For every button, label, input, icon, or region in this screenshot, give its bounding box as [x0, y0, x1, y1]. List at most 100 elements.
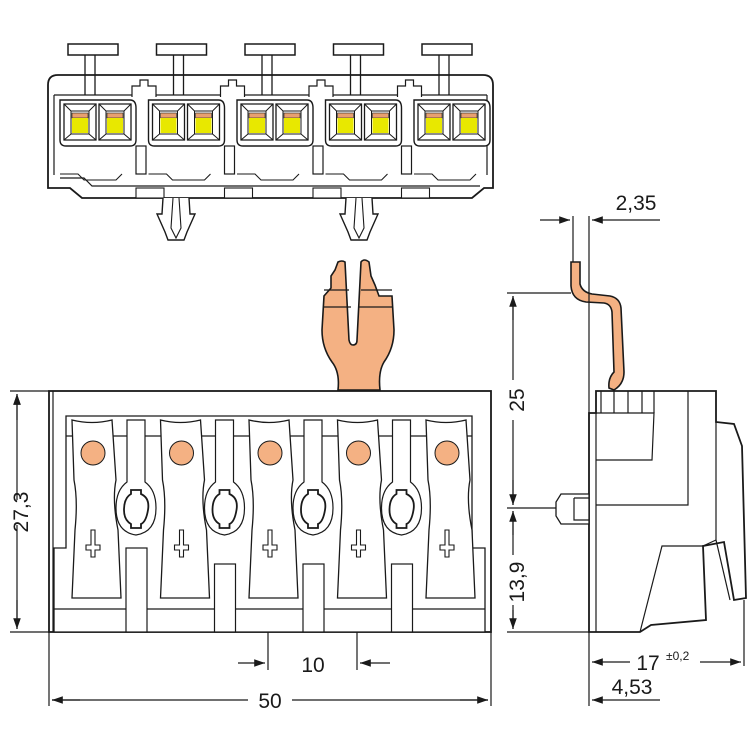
clamp-yellow: [72, 118, 88, 133]
release-opening: [300, 489, 327, 529]
clamp-copper: [248, 112, 266, 119]
separator-slot: [400, 145, 413, 175]
side-top-ribs: [600, 391, 655, 413]
dim-depth-ext: [588, 600, 745, 706]
divider-foot: [213, 563, 237, 633]
top-pole: [236, 43, 342, 199]
wire-entry-bevel: [152, 103, 185, 141]
lever-stem: [349, 55, 362, 95]
wire-entry-bevel: [452, 103, 486, 141]
copper-fork-pin: [321, 259, 395, 391]
contact-opening: [159, 419, 211, 599]
front-view: [48, 259, 492, 633]
dim-label-width: 50: [258, 690, 281, 713]
wire-entry-bevel: [364, 103, 397, 141]
dim-label-pin-depth: 4,53: [612, 676, 653, 699]
top-pole: [413, 43, 491, 181]
top-pole: [147, 43, 254, 199]
contact-dot: [257, 440, 283, 466]
dim-side-ext: [507, 292, 589, 633]
separator-slot: [223, 145, 236, 175]
bottom-tab: [223, 187, 254, 199]
clamp-yellow: [107, 118, 123, 133]
lever-head: [332, 43, 385, 56]
dimension-lines: [10, 216, 745, 706]
test-point-symbol: [350, 529, 367, 558]
clamp-yellow: [372, 118, 389, 133]
clamp-copper: [71, 112, 89, 119]
test-point-symbol: [262, 529, 278, 558]
clamp-copper: [372, 112, 389, 119]
lever-stem: [261, 55, 273, 95]
contact-slot: [336, 419, 388, 599]
clamp-copper: [106, 112, 124, 119]
clamp-copper: [460, 112, 478, 119]
bottom-tab: [400, 187, 431, 199]
lever-stem: [172, 55, 185, 95]
pole-divider: [292, 419, 334, 633]
side-lower-line: [639, 545, 703, 633]
clamp-yellow: [284, 118, 300, 133]
top-pole: [324, 43, 431, 199]
dim-width-ext: [48, 632, 492, 706]
contact-opening: [336, 419, 388, 599]
contact-opening: [71, 419, 122, 599]
side-lower-join: [702, 539, 717, 547]
side-step-line: [596, 391, 689, 506]
dim-label-pitch: 10: [301, 654, 324, 677]
lever-stem: [438, 55, 450, 95]
pole-separator: [308, 79, 334, 97]
side-copper-pin: [570, 261, 625, 391]
contact-opening: [425, 419, 476, 599]
contact-dot: [80, 440, 106, 466]
latch-clip: [155, 197, 197, 241]
latch-clip: [338, 197, 380, 241]
test-point-symbol: [85, 529, 101, 558]
side-view: [555, 216, 747, 633]
divider-foot: [125, 547, 148, 633]
release-opening: [123, 489, 150, 529]
contact-slot: [425, 419, 476, 599]
dim-label-depth-tolerance: ±0,2: [666, 649, 690, 663]
clamp-yellow: [337, 118, 354, 133]
clamp-yellow: [160, 118, 177, 133]
pole-divider: [115, 419, 157, 633]
side-top-block: [596, 412, 655, 461]
dim-label-pin-height: 25: [506, 388, 529, 411]
pole-separator: [219, 79, 246, 97]
clamp-copper: [425, 112, 443, 119]
dim-label-pin-offset: 2,35: [616, 192, 657, 215]
pole-divider: [380, 419, 423, 633]
wire-entry-bevel: [240, 103, 274, 141]
dim-pitch-ext: [267, 632, 358, 670]
clamp-copper: [160, 112, 177, 119]
contact-slot: [71, 419, 122, 599]
dim-label-lower-height: 13,9: [506, 562, 529, 603]
wire-entry-bevel: [417, 103, 451, 141]
side-peg-detail: [573, 497, 589, 521]
bottom-tab: [312, 187, 342, 199]
clamp-copper: [283, 112, 301, 119]
top-bottom-step: [60, 177, 480, 187]
clamp-copper: [337, 112, 354, 119]
side-housing: [588, 390, 747, 633]
wire-entry-bevel: [187, 103, 220, 141]
wire-entry-bevel: [329, 103, 362, 141]
fork-pin-lines: [323, 289, 393, 308]
bottom-profile: [148, 173, 211, 181]
contact-dot: [346, 440, 371, 466]
contact-opening: [248, 419, 299, 599]
lever-head: [421, 43, 473, 56]
release-opening: [211, 489, 238, 529]
contact-slot: [159, 419, 211, 599]
bottom-profile: [237, 173, 300, 181]
bottom-profile: [60, 173, 123, 181]
release-opening: [388, 489, 415, 529]
clamp-yellow: [426, 118, 442, 133]
clamp-yellow: [461, 118, 477, 133]
divider-foot: [390, 563, 414, 633]
lever-head: [244, 43, 296, 56]
pole-divider: [203, 419, 246, 633]
dim-label-depth: 17: [636, 652, 659, 675]
